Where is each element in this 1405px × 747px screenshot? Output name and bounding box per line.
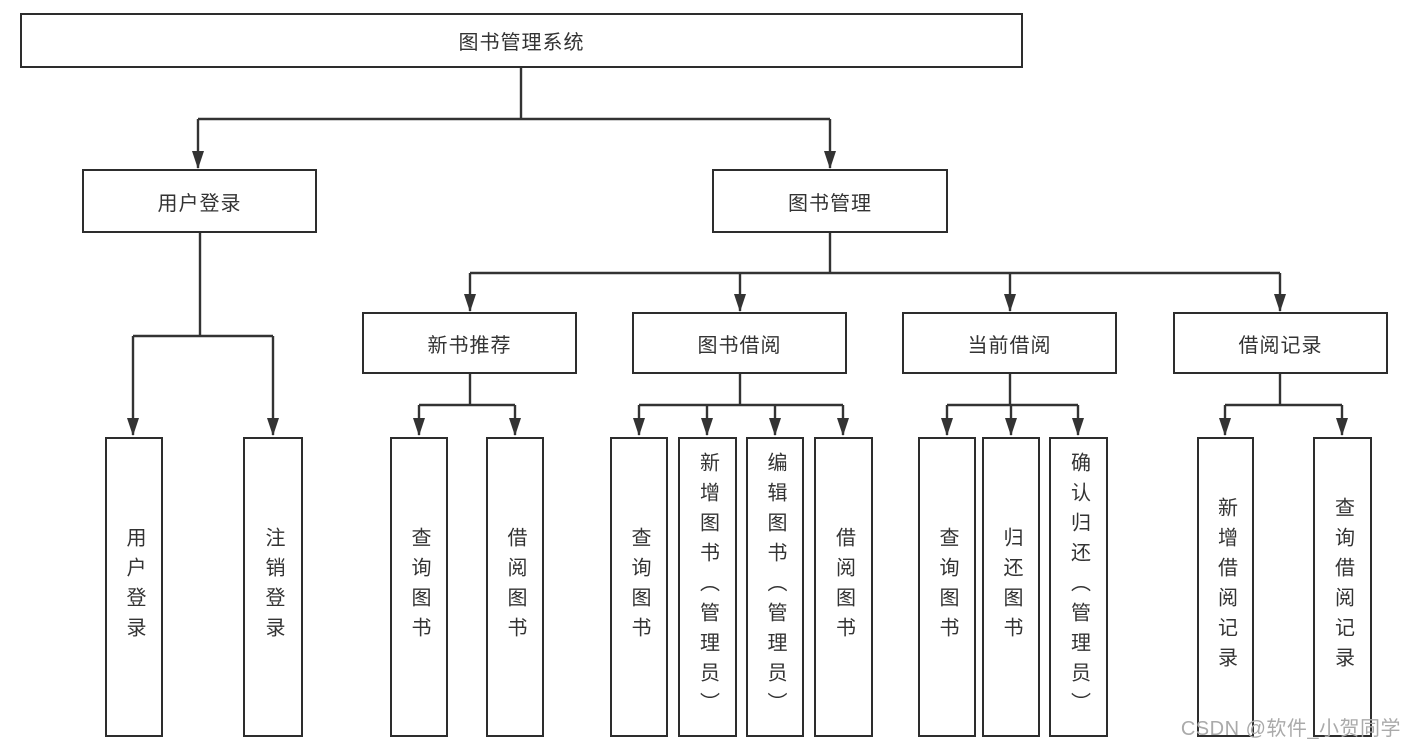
node-user-login-branch: 用户登录	[82, 169, 317, 233]
leaf-query-books-2: 查询图书	[610, 437, 668, 737]
leaf-edit-books-admin: 编辑图书（管理员）	[746, 437, 804, 737]
node-borrowing-records: 借阅记录	[1173, 312, 1388, 374]
node-book-borrowing: 图书借阅	[632, 312, 847, 374]
node-label: 当前借阅	[967, 334, 1052, 357]
node-label: 新增借阅记录	[1214, 497, 1237, 677]
node-label: 借阅图书	[832, 527, 855, 647]
node-label: 查询图书	[408, 527, 430, 647]
node-label: 确认归还（管理员）	[1067, 452, 1090, 722]
node-new-book-recommendation: 新书推荐	[362, 312, 577, 374]
node-label: 图书管理	[788, 192, 872, 215]
node-label: 借阅图书	[504, 527, 526, 647]
node-label: 图书借阅	[697, 334, 782, 357]
node-label: 查询借阅记录	[1331, 497, 1354, 677]
node-label: 借阅记录	[1238, 334, 1323, 357]
node-label: 归还图书	[1000, 527, 1022, 647]
leaf-borrow-books-2: 借阅图书	[814, 437, 873, 737]
csdn-watermark: CSDN @软件_小贺同学	[1180, 718, 1401, 740]
leaf-query-books-3: 查询图书	[918, 437, 976, 737]
node-book-management-branch: 图书管理	[712, 169, 948, 233]
leaf-borrow-books-1: 借阅图书	[486, 437, 544, 737]
connector-group	[127, 68, 1348, 436]
node-label: 图书管理系统	[458, 32, 585, 54]
node-label: 用户登录	[157, 192, 242, 215]
node-label: 注销登录	[262, 527, 284, 647]
node-label: 查询图书	[936, 527, 958, 647]
leaf-confirm-return-admin: 确认归还（管理员）	[1049, 437, 1108, 737]
node-current-borrowing: 当前借阅	[902, 312, 1117, 374]
leaf-return-books: 归还图书	[982, 437, 1040, 737]
leaf-add-books-admin: 新增图书（管理员）	[678, 437, 737, 737]
leaf-user-login: 用户登录	[105, 437, 163, 737]
node-label: 查询图书	[628, 527, 650, 647]
leaf-query-borrow-record: 查询借阅记录	[1313, 437, 1372, 737]
node-label: 编辑图书（管理员）	[764, 452, 786, 722]
node-label: 新书推荐	[427, 334, 512, 357]
node-library-management-system: 图书管理系统	[20, 13, 1023, 68]
node-label: 新增图书（管理员）	[696, 452, 719, 722]
leaf-logout: 注销登录	[243, 437, 303, 737]
leaf-query-books-1: 查询图书	[390, 437, 448, 737]
node-label: 用户登录	[123, 527, 145, 647]
leaf-add-borrow-record: 新增借阅记录	[1197, 437, 1254, 737]
